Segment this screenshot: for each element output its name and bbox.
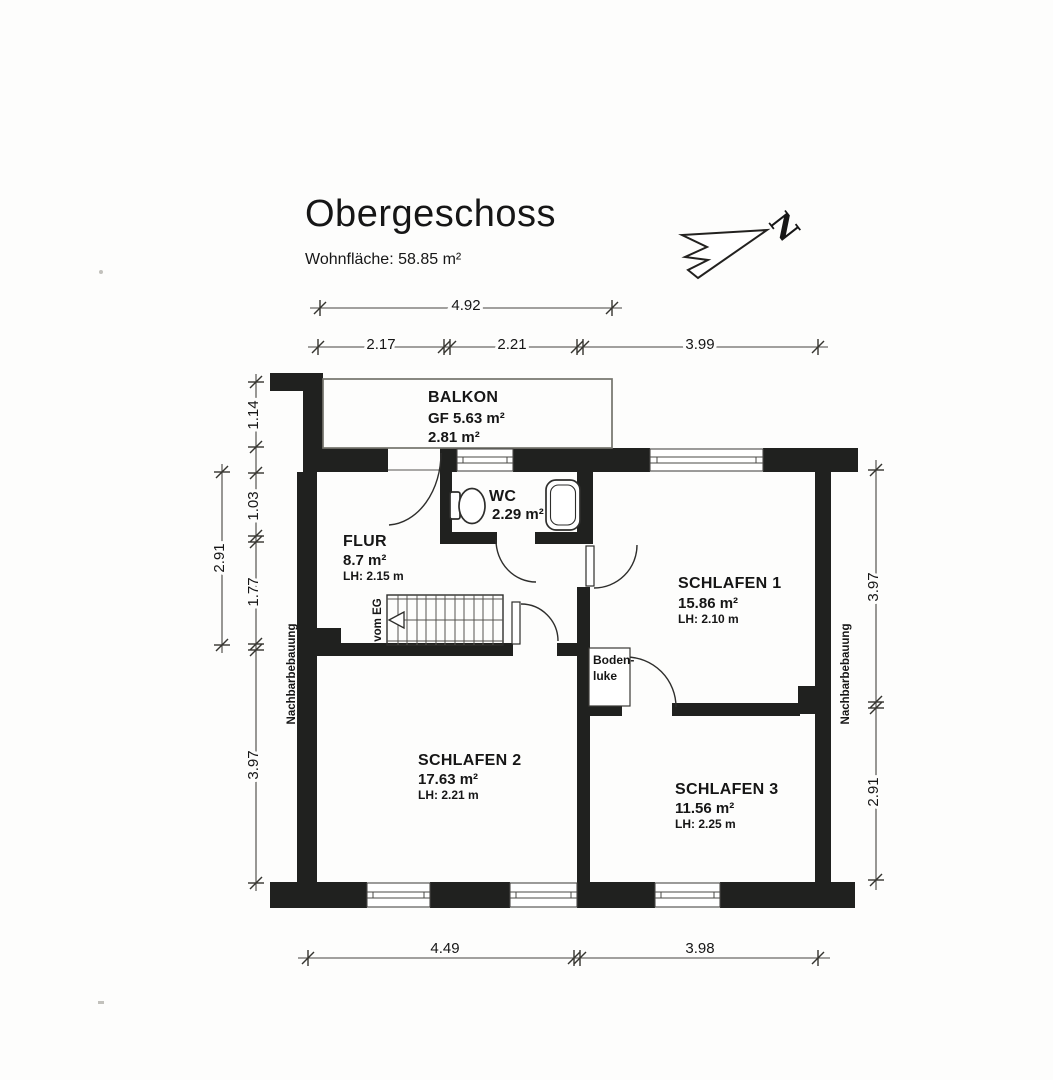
- dim-top-overall: 4.92: [310, 294, 622, 317]
- room-label-schlafen2: SCHLAFEN 2 17.63 m² LH: 2.21 m: [418, 752, 521, 802]
- door-schlafen1-swing: [625, 656, 677, 708]
- room-name: SCHLAFEN 2: [418, 752, 521, 769]
- dim-value: 1.14: [245, 400, 262, 429]
- dim-value: 1.77: [245, 577, 262, 606]
- shower-tub-icon: [545, 479, 581, 531]
- dim-value: 2.91: [865, 777, 882, 806]
- dim-value: 2.21: [497, 336, 526, 353]
- dim-right-segments: 3.97 2.91: [862, 460, 885, 890]
- scan-artifact: [99, 270, 103, 274]
- room-area: GF 5.63 m²: [428, 410, 505, 427]
- dim-value: 2.91: [211, 543, 228, 572]
- dim-value: 1.03: [245, 491, 262, 520]
- dim-value: 2.17: [366, 336, 395, 353]
- dim-left-segments: 1.14 1.03 1.77 3.97: [242, 374, 265, 891]
- room-name: SCHLAFEN 3: [675, 781, 778, 798]
- room-label-schlafen3: SCHLAFEN 3 11.56 m² LH: 2.25 m: [675, 781, 778, 831]
- room-height: LH: 2.10 m: [678, 612, 739, 626]
- room-label-balkon: BALKON GF 5.63 m² 2.81 m²: [428, 389, 505, 446]
- door-schlafen1-hall-swing: [593, 544, 638, 589]
- door-balcony-swing: [388, 452, 442, 526]
- room-name: SCHLAFEN 1: [678, 575, 781, 592]
- wc-fixtures: [449, 479, 581, 531]
- window-wc: [456, 448, 514, 472]
- bodenluke-label-line2: luke: [593, 669, 617, 683]
- bodenluke-label-line1: Boden-: [593, 653, 634, 667]
- dim-top-segments: 2.17 2.21 3.99: [308, 333, 828, 356]
- dim-value: 4.49: [430, 940, 459, 957]
- door-schlafen2-leaf: [511, 601, 521, 645]
- bodenluke: Boden- luke: [588, 647, 634, 707]
- neighbor-building-label-left: Nachbarbebauung: [286, 624, 298, 725]
- window-schlafen2-left: [366, 882, 431, 908]
- stairs-from-ground-floor-label: vom EG: [372, 598, 384, 642]
- stairs-direction-arrow-icon: [387, 610, 405, 630]
- shower-tub-inner-icon: [549, 484, 577, 526]
- door-schlafen1-hall-leaf: [585, 545, 595, 587]
- dim-value: 3.99: [685, 336, 714, 353]
- room-height: LH: 2.15 m: [343, 569, 404, 583]
- walls: [270, 373, 858, 908]
- room-name: BALKON: [428, 389, 498, 406]
- north-arrow-icon: [678, 228, 771, 280]
- room-area: 15.86 m²: [678, 595, 738, 612]
- toilet-icon: [458, 487, 486, 525]
- doors: [388, 452, 677, 708]
- room-name: FLUR: [343, 533, 387, 550]
- door-schlafen2-swing: [520, 603, 559, 642]
- room-area: 2.29 m²: [492, 506, 544, 523]
- dim-value: 3.97: [245, 750, 262, 779]
- north-letter: N: [761, 206, 805, 249]
- room-area: 11.56 m²: [675, 800, 734, 817]
- header: Obergeschoss Wohnfläche: 58.85 m²: [305, 193, 556, 268]
- dim-bottom-segments: 4.49 3.98: [298, 937, 830, 966]
- stairs: vom EG: [372, 594, 504, 646]
- room-area: 8.7 m²: [343, 552, 386, 569]
- scan-artifact: [98, 1001, 104, 1004]
- window-schlafen3: [654, 882, 721, 908]
- window-schlafen1: [649, 448, 764, 472]
- door-wc-swing: [495, 539, 537, 583]
- neighbor-building-label-right: Nachbarbebauung: [840, 624, 852, 725]
- room-height: LH: 2.25 m: [675, 817, 736, 831]
- room-area2: 2.81 m²: [428, 429, 480, 446]
- window-schlafen2-right: [509, 882, 578, 908]
- room-name: WC: [489, 488, 516, 505]
- living-area-label: Wohnfläche: 58.85 m²: [305, 251, 462, 268]
- dim-value: 3.97: [865, 572, 882, 601]
- page-title: Obergeschoss: [305, 193, 556, 235]
- windows: [366, 448, 764, 908]
- room-height: LH: 2.21 m: [418, 788, 479, 802]
- dim-value: 3.98: [685, 940, 714, 957]
- room-label-schlafen1: SCHLAFEN 1 15.86 m² LH: 2.10 m: [678, 575, 781, 626]
- dim-left-outer: 2.91: [208, 464, 231, 653]
- north-arrow: N: [678, 206, 806, 280]
- dim-value: 4.92: [451, 297, 480, 314]
- room-area: 17.63 m²: [418, 771, 478, 788]
- room-label-wc: WC 2.29 m²: [489, 488, 544, 523]
- balcony-outline: [322, 378, 613, 471]
- room-label-flur: FLUR 8.7 m² LH: 2.15 m: [343, 533, 404, 583]
